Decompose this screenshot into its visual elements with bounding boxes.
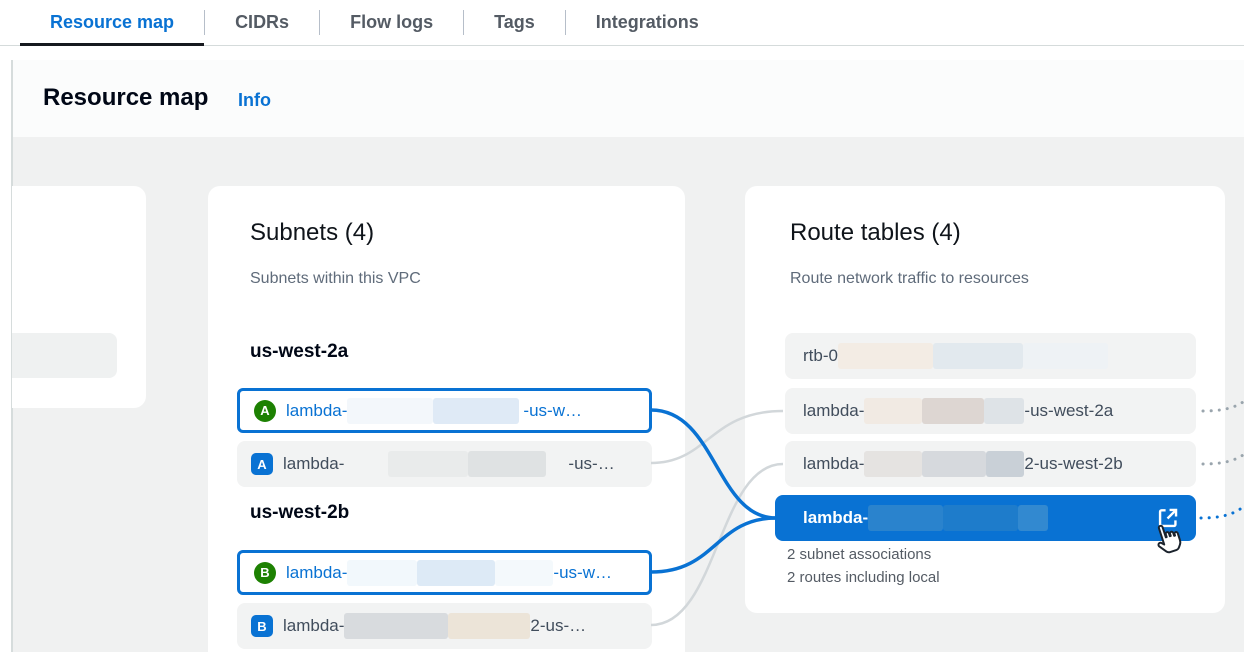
- redacted-text: [347, 397, 434, 424]
- redacted-text: [347, 559, 418, 586]
- redacted-text: [388, 451, 469, 477]
- route-item-3-suffix: 2-us-west-2b: [1024, 454, 1123, 473]
- redacted-text: [1022, 343, 1108, 369]
- redacted-text: [495, 559, 554, 586]
- redacted-text: [468, 451, 547, 477]
- route-table-item-2-text: lambda- -us-west-2a: [803, 398, 1182, 424]
- page-title: Resource map: [43, 84, 209, 111]
- subnet-item-4[interactable]: B lambda- 2-us-…: [237, 603, 652, 649]
- redacted-text: [984, 398, 1025, 424]
- subnet-badge-b-icon: B: [251, 615, 273, 637]
- subnet-item-2[interactable]: A lambda- -us-…: [237, 441, 652, 487]
- tab-separator: [204, 10, 206, 35]
- route-tables-card: Route tables (4) Route network traffic t…: [745, 186, 1225, 613]
- route-table-item-3[interactable]: lambda- 2-us-west-2b: [785, 441, 1196, 487]
- route-table-item-1[interactable]: rtb-0: [785, 333, 1196, 379]
- subnet-item-2-suffix: -us-…: [568, 454, 615, 473]
- subnets-card-description: Subnets within this VPC: [250, 270, 421, 287]
- subnet-badge-a-icon: A: [251, 453, 273, 475]
- subnet-item-3-prefix: lambda-: [286, 562, 348, 582]
- tab-cidrs-label: CIDRs: [235, 12, 290, 32]
- tab-integrations-label: Integrations: [595, 12, 699, 32]
- subnet-item-1[interactable]: A lambda- -us-w…: [237, 388, 652, 433]
- info-link[interactable]: Info: [238, 90, 271, 110]
- subnet-item-1-prefix: lambda-: [286, 400, 348, 420]
- subnet-badge-a-icon: A: [254, 399, 276, 422]
- tab-bar: Resource map CIDRs Flow logs Tags Integr…: [0, 0, 1244, 46]
- redacted-text: [868, 505, 944, 531]
- az-group-header-us-west-2b: us-west-2b: [250, 502, 350, 523]
- redacted-text: [986, 451, 1025, 477]
- external-link-icon[interactable]: [1156, 506, 1180, 530]
- redacted-text: [922, 398, 985, 424]
- redacted-text: [864, 451, 923, 477]
- redacted-text: [864, 398, 923, 424]
- redacted-text: [344, 613, 449, 639]
- az-group-header-us-west-2a: us-west-2a: [250, 341, 349, 362]
- subnet-item-4-prefix: lambda-: [283, 616, 345, 635]
- tab-separator: [463, 10, 465, 35]
- panel-header: Resource map Info: [13, 60, 1244, 137]
- route-table-item-3-text: lambda- 2-us-west-2b: [803, 451, 1182, 477]
- vpc-card-partial: [12, 186, 146, 408]
- subnet-item-4-text: lambda- 2-us-…: [283, 613, 638, 639]
- subnet-badge-b-icon: B: [254, 561, 276, 584]
- route-table-item-2[interactable]: lambda- -us-west-2a: [785, 388, 1196, 434]
- tab-tags[interactable]: Tags: [464, 0, 565, 45]
- redacted-text: [922, 451, 987, 477]
- tab-flow-logs[interactable]: Flow logs: [320, 0, 463, 45]
- redacted-text: [433, 397, 520, 424]
- tab-integrations[interactable]: Integrations: [566, 0, 729, 45]
- tab-flow-logs-label: Flow logs: [350, 12, 434, 32]
- tab-resource-map[interactable]: Resource map: [20, 0, 205, 46]
- tab-cidrs[interactable]: CIDRs: [205, 0, 319, 45]
- route-item-4-prefix: lambda-: [803, 508, 869, 527]
- tab-separator: [319, 10, 321, 35]
- route-tables-card-description: Route network traffic to resources: [790, 270, 1029, 287]
- tab-resource-map-label: Resource map: [50, 12, 175, 32]
- redacted-text: [932, 343, 1023, 369]
- vpc-item-partial[interactable]: [12, 333, 117, 378]
- route-item-1-prefix: rtb-0: [803, 346, 838, 365]
- subnet-associations-count: 2 subnet associations: [787, 546, 932, 563]
- redacted-text: [417, 559, 496, 586]
- redacted-text: [448, 613, 531, 639]
- redacted-text: [1018, 505, 1049, 531]
- redacted-text: [837, 343, 933, 369]
- subnet-item-1-suffix: -us-w…: [523, 400, 582, 420]
- redacted-text: [943, 505, 1019, 531]
- subnet-item-1-text: lambda- -us-w…: [286, 397, 635, 424]
- subnet-item-2-text: lambda- -us-…: [283, 451, 638, 477]
- subnet-item-4-suffix: 2-us-…: [530, 616, 587, 635]
- route-item-2-prefix: lambda-: [803, 401, 865, 420]
- route-item-3-prefix: lambda-: [803, 454, 865, 473]
- route-table-item-1-text: rtb-0: [803, 343, 1182, 369]
- subnet-item-3[interactable]: B lambda- -us-w…: [237, 550, 652, 595]
- tab-separator: [564, 10, 566, 35]
- subnet-item-2-prefix: lambda-: [283, 454, 345, 473]
- subnets-card-title: Subnets (4): [250, 219, 375, 246]
- route-item-2-suffix: -us-west-2a: [1024, 401, 1114, 420]
- routes-count: 2 routes including local: [787, 569, 940, 586]
- route-table-item-4-text: lambda-: [803, 505, 1146, 531]
- subnet-item-3-text: lambda- -us-w…: [286, 559, 635, 586]
- selected-route-details: 2 subnet associations 2 routes including…: [787, 543, 940, 589]
- subnets-card: Subnets (4) Subnets within this VPC us-w…: [208, 186, 685, 652]
- route-tables-card-title: Route tables (4): [790, 219, 961, 246]
- tab-tags-label: Tags: [494, 12, 535, 32]
- route-table-item-4-selected[interactable]: lambda-: [775, 495, 1196, 541]
- subnet-item-3-suffix: -us-w…: [553, 562, 612, 582]
